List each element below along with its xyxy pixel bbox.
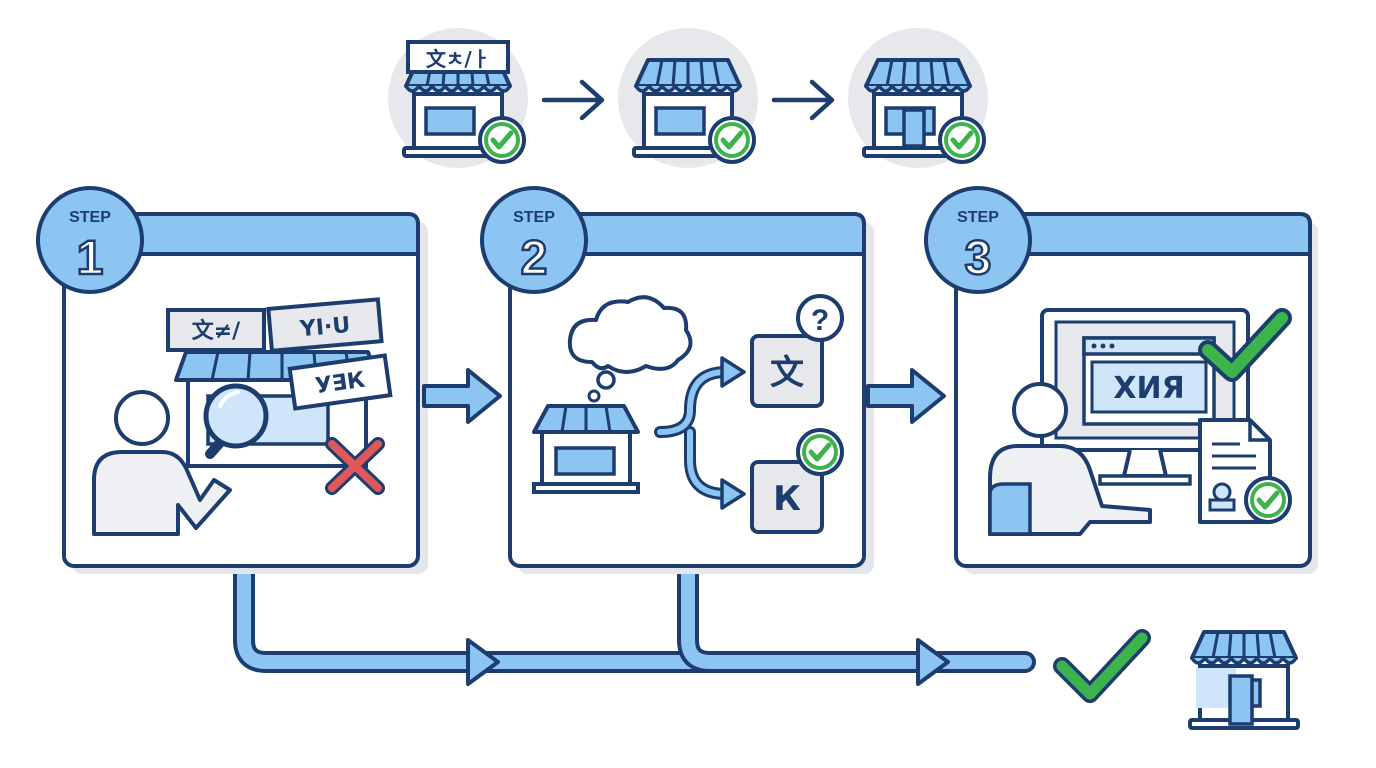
- shop-icon: [862, 58, 974, 158]
- step-number: 2: [521, 232, 548, 285]
- step-number: 3: [965, 232, 992, 285]
- sign-icon: YI·U: [266, 297, 384, 353]
- sign-icon: 文≠/: [166, 308, 266, 352]
- step-3-panel: ХИЯ STEP 3: [924, 186, 1318, 574]
- step-label: STEP: [957, 209, 999, 226]
- step-number: 1: [77, 232, 104, 285]
- option-card-b: К: [750, 460, 824, 534]
- arrow-right-icon: [774, 82, 832, 118]
- top-row: 文ㅊ/ㅏ: [388, 28, 988, 168]
- person-icon: [92, 390, 232, 536]
- bottom-flow: [233, 549, 1036, 686]
- arrow-right-icon: [544, 82, 602, 118]
- sign-icon: У∃К: [287, 353, 393, 411]
- person-icon: [988, 382, 1152, 536]
- option-card-a: 文: [750, 334, 824, 408]
- shop-icon: [1188, 630, 1300, 730]
- sign-text-2: YI·U: [298, 313, 351, 342]
- shop-icon: [532, 404, 640, 494]
- step-2-panel: 文 ? К STEP 2: [480, 186, 874, 574]
- check-badge-icon: [798, 430, 842, 474]
- check-badge-icon: [710, 118, 754, 162]
- question-icon: ?: [796, 294, 844, 342]
- shop-icon: 文ㅊ/ㅏ: [402, 40, 514, 158]
- question-mark: ?: [811, 304, 829, 337]
- step-label: STEP: [513, 209, 555, 226]
- option-b-text: К: [773, 479, 801, 519]
- step-3-badge: STEP 3: [924, 186, 1032, 294]
- stamp-icon: [1208, 482, 1236, 512]
- option-a-text: 文: [770, 353, 804, 393]
- arrow-right-icon: [866, 368, 946, 424]
- check-badge-icon: [480, 118, 524, 162]
- flow-arrow-icon: [466, 638, 500, 686]
- screen-text: ХИЯ: [1113, 371, 1184, 406]
- flow-arrow-icon: [916, 638, 950, 686]
- thought-bubble-icon: [567, 295, 693, 403]
- arrow-right-icon: [422, 368, 502, 424]
- check-icon: [1198, 308, 1292, 382]
- monitor-icon: ХИЯ: [1040, 308, 1250, 486]
- step-1-badge: STEP 1: [36, 186, 144, 294]
- sign-text-1: 文≠/: [192, 318, 241, 344]
- check-badge-icon: [1246, 478, 1290, 522]
- check-icon: [1062, 638, 1142, 694]
- document-icon: [1198, 418, 1272, 524]
- branch-arrow-icon: [654, 356, 746, 510]
- cross-icon: [325, 437, 385, 495]
- step-label: STEP: [69, 209, 111, 226]
- step-1-panel: 文≠/ YI·U У∃К STEP 1: [36, 186, 428, 574]
- magnifier-icon: [203, 383, 269, 459]
- step-2-badge: STEP 2: [480, 186, 588, 294]
- shop1-sign: 文ㅊ/ㅏ: [426, 47, 490, 71]
- check-badge-icon: [940, 118, 984, 162]
